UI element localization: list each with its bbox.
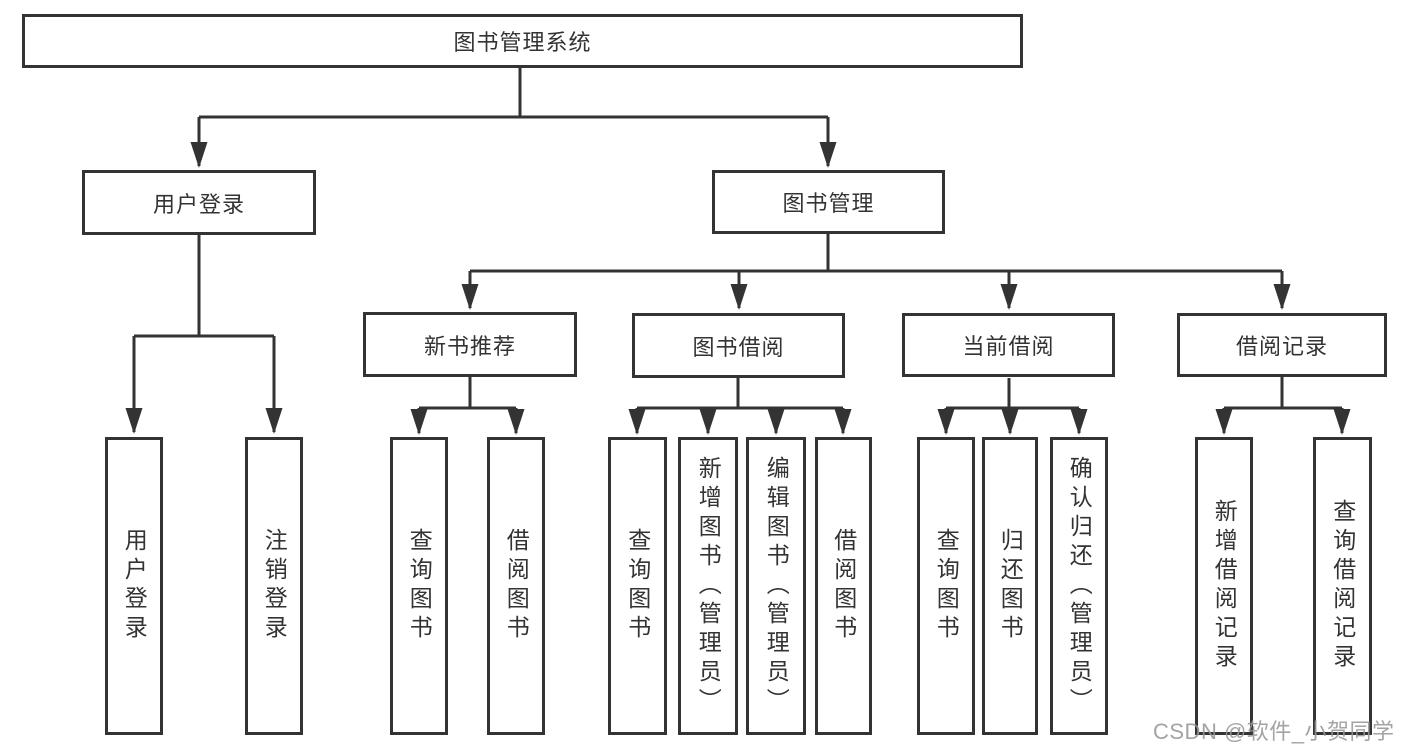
node-book-management: 图书管理 (712, 170, 945, 234)
leaf-bb-add-books-admin-label: 新增图书（管理员） (695, 455, 722, 717)
leaf-cb-query-books-label: 查询图书 (933, 528, 960, 644)
leaf-bb-query-books: 查询图书 (608, 437, 667, 735)
node-book-borrowing-label: 图书借阅 (692, 334, 785, 360)
leaf-cb-confirm-return-admin-label: 确认归还（管理员） (1066, 455, 1093, 717)
leaf-nb-query-books: 查询图书 (390, 437, 448, 735)
node-root-system: 图书管理系统 (22, 14, 1023, 68)
leaf-bb-add-books-admin: 新增图书（管理员） (678, 437, 738, 735)
leaf-logout-label: 注销登录 (261, 528, 288, 644)
node-current-borrowing-label: 当前借阅 (962, 334, 1055, 359)
csdn-watermark: CSDN @软件_小贺同学 (1153, 719, 1395, 744)
leaf-br-add-record: 新增借阅记录 (1195, 437, 1253, 735)
leaf-nb-borrow-books: 借阅图书 (487, 437, 545, 735)
node-book-borrowing: 图书借阅 (632, 313, 845, 378)
node-user-login-branch: 用户登录 (82, 170, 316, 235)
leaf-nb-query-books-label: 查询图书 (406, 528, 433, 644)
leaf-br-query-record: 查询借阅记录 (1313, 437, 1372, 735)
arrowheads (125, 142, 1351, 435)
node-book-management-label: 图书管理 (782, 191, 875, 216)
leaf-cb-return-books-label: 归还图书 (997, 528, 1024, 644)
leaf-bb-borrow-books: 借阅图书 (815, 437, 872, 735)
leaf-bb-edit-books-admin: 编辑图书（管理员） (746, 437, 806, 735)
node-borrow-records: 借阅记录 (1177, 313, 1387, 377)
node-user-login-branch-label: 用户登录 (152, 191, 245, 217)
leaf-nb-borrow-books-label: 借阅图书 (503, 528, 530, 644)
leaf-cb-confirm-return-admin: 确认归还（管理员） (1050, 437, 1108, 735)
leaf-bb-query-books-label: 查询图书 (624, 528, 651, 644)
leaf-bb-edit-books-admin-label: 编辑图书（管理员） (763, 455, 790, 717)
leaf-br-query-record-label: 查询借阅记录 (1329, 499, 1356, 673)
leaf-br-add-record-label: 新增借阅记录 (1211, 499, 1238, 673)
leaf-logout: 注销登录 (245, 437, 303, 735)
leaf-user-login: 用户登录 (105, 437, 163, 735)
node-current-borrowing: 当前借阅 (902, 313, 1115, 377)
leaf-cb-query-books: 查询图书 (917, 437, 975, 735)
node-new-book-recommend-label: 新书推荐 (423, 333, 516, 359)
node-borrow-records-label: 借阅记录 (1235, 334, 1328, 359)
node-new-book-recommend: 新书推荐 (363, 312, 577, 377)
leaf-user-login-label: 用户登录 (121, 528, 148, 644)
leaf-bb-borrow-books-label: 借阅图书 (830, 528, 857, 644)
node-root-system-label: 图书管理系统 (453, 30, 592, 55)
leaf-cb-return-books: 归还图书 (982, 437, 1038, 735)
